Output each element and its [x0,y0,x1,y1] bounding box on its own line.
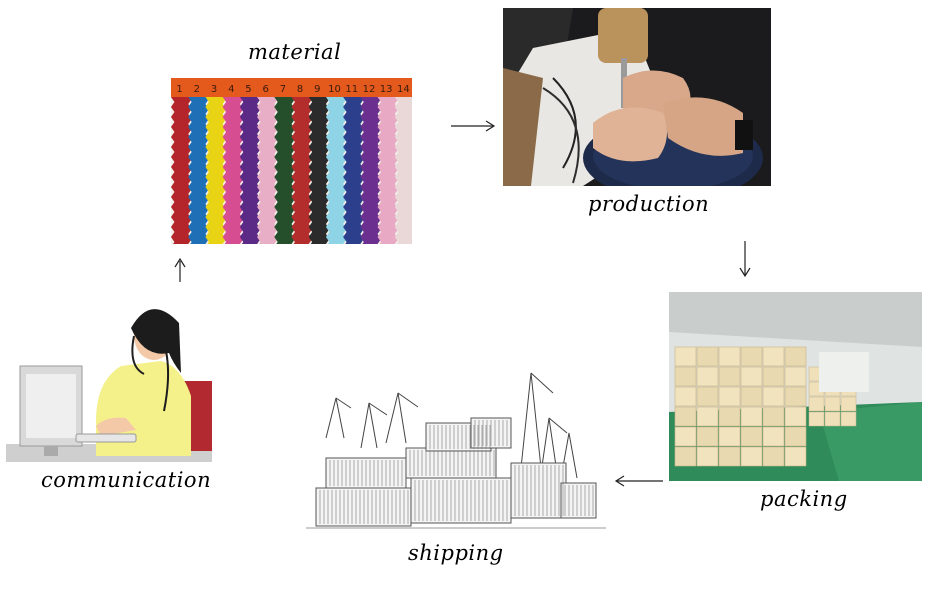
carton-box [740,346,763,367]
swatch-stripe [325,94,347,244]
swatch-stripe [205,94,227,244]
carton-box [762,426,785,447]
swatch-stripe [257,94,278,244]
carton-box [824,411,841,427]
arrow-left-icon [614,475,663,487]
swatch-number: 12 [363,84,376,95]
swatch-stripe [360,94,382,244]
carton-box [696,406,719,427]
carton-box [718,406,741,427]
carton-box [784,366,807,387]
swatch-number: 6 [262,84,268,95]
carton-box [740,366,763,387]
swatch-stripe [377,94,399,244]
carton-box [674,386,697,407]
carton-box [784,446,807,467]
swatch-stripe [222,94,244,244]
carton-box [718,366,741,387]
carton-box [762,446,785,467]
carton-box [674,346,697,367]
carton-box [696,426,719,447]
swatch-stripe [188,94,209,244]
swatch-stripe [239,94,261,244]
carton-box [784,406,807,427]
swatch-stripe [343,94,364,244]
swatch-number: 14 [397,84,410,95]
carton-box [696,446,719,467]
arrow-down-icon [739,241,751,278]
production-photo [503,8,771,186]
carton-box [674,366,697,387]
shipping-containers-sketch [306,358,606,538]
carton-box [808,411,825,427]
communication-operator-illustration [6,296,212,462]
arrow-up-icon [174,257,186,282]
material-label: material [248,40,342,64]
swatch-number: 13 [380,84,393,95]
carton-box [674,406,697,427]
carton-box [840,411,857,427]
carton-box [674,426,697,447]
carton-box [718,346,741,367]
swatch-number: 2 [194,84,200,95]
carton-box [674,446,697,467]
swatch-stripe [394,94,412,244]
swatch-number: 7 [280,84,286,95]
packing-warehouse-photo [669,292,922,481]
carton-box [740,446,763,467]
swatch-stripe [171,94,192,244]
carton-box [718,426,741,447]
swatch-stripe [308,94,330,244]
carton-box [762,366,785,387]
carton-box [740,406,763,427]
carton-box [824,396,841,412]
swatch-number: 1 [176,84,182,95]
carton-box [762,406,785,427]
carton-box [808,396,825,412]
arrow-right-icon [451,120,496,132]
ruler-strip [171,78,412,97]
packing-label: packing [760,487,848,511]
carton-box [718,446,741,467]
carton-box [840,396,857,412]
carton-box [740,386,763,407]
carton-box [696,346,719,367]
swatch-number: 3 [211,84,217,95]
swatch-number: 10 [328,84,341,95]
swatch-number: 5 [245,84,251,95]
carton-box [762,346,785,367]
shipping-label: shipping [408,541,504,565]
carton-box [696,366,719,387]
carton-box [784,386,807,407]
swatch-number: 9 [314,84,320,95]
swatch-number: 4 [228,84,234,95]
carton-box [784,346,807,367]
swatch-stripe [274,94,295,244]
communication-label: communication [41,468,212,492]
production-label: production [588,192,710,216]
swatch-stripe [291,94,313,244]
swatch-number: 8 [297,84,303,95]
carton-box [762,386,785,407]
carton-box [696,386,719,407]
carton-box [740,426,763,447]
swatch-number: 11 [345,84,358,95]
carton-box [718,386,741,407]
carton-box [784,426,807,447]
